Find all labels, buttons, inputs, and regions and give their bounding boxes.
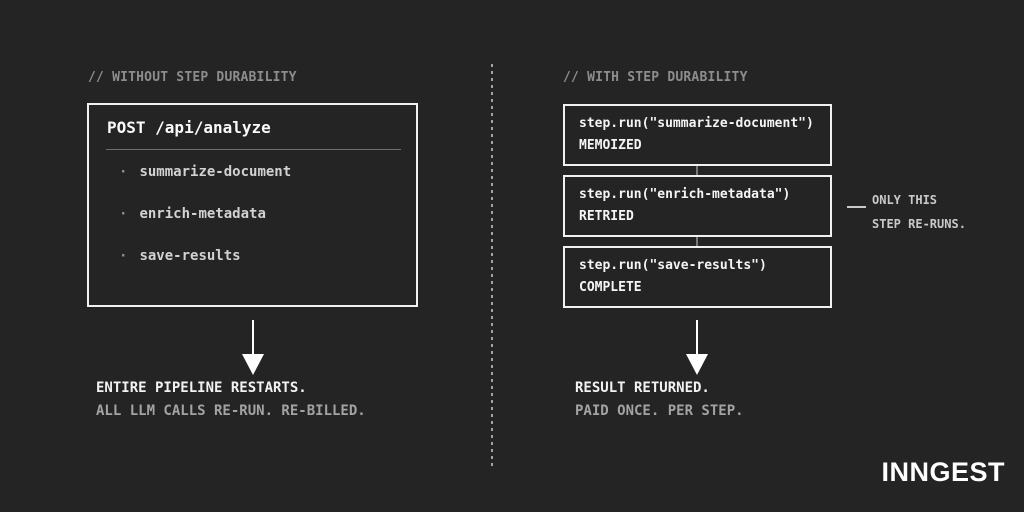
bullet-dot-icon: · [119, 206, 128, 222]
down-arrow-icon [242, 320, 264, 375]
step-code: step.run("save-results") [579, 258, 767, 273]
annotation-dash-line [847, 206, 866, 208]
pipeline-step-label: enrich-metadata [139, 206, 266, 222]
pipeline-box: POST /api/analyze · summarize-document · e… [87, 103, 418, 307]
left-result-block: ENTIRE PIPELINE RESTARTS. ALL LLM CALLS … [96, 380, 366, 419]
pipeline-endpoint-title: POST /api/analyze [107, 118, 271, 137]
box-connector-line [696, 237, 698, 246]
right-result-block: RESULT RETURNED. PAID ONCE. PER STEP. [575, 380, 744, 419]
center-dotted-divider [491, 64, 493, 466]
step-code: step.run("summarize-document") [579, 116, 814, 131]
step-status-badge: MEMOIZED [579, 138, 642, 153]
step-code: step.run("enrich-metadata") [579, 187, 791, 202]
bullet-dot-icon: · [119, 248, 128, 264]
box-connector-line [696, 166, 698, 175]
step-status-badge: RETRIED [579, 209, 634, 224]
left-result-subtitle: ALL LLM CALLS RE-RUN. RE-BILLED. [96, 403, 366, 419]
pipeline-step-item: · enrich-metadata [119, 205, 416, 223]
annotation-line-1: ONLY THIS [872, 193, 938, 207]
pipeline-step-item: · summarize-document [119, 163, 416, 181]
pipeline-title-divider [106, 149, 401, 150]
step-status-badge: COMPLETE [579, 280, 642, 295]
inngest-logo: INNGEST [881, 457, 1005, 487]
step-box-save: step.run("save-results") COMPLETE [563, 246, 832, 308]
step-box-summarize: step.run("summarize-document") MEMOIZED [563, 104, 832, 166]
right-result-title: RESULT RETURNED. [575, 380, 710, 396]
annotation-callout: ONLY THIS STEP RE-RUNS. [872, 188, 966, 236]
annotation-line-2: STEP RE-RUNS. [872, 217, 966, 231]
down-arrow-icon [686, 320, 708, 375]
right-result-subtitle: PAID ONCE. PER STEP. [575, 403, 744, 419]
left-section-header: // WITHOUT STEP DURABILITY [88, 70, 297, 85]
bullet-dot-icon: · [119, 164, 128, 180]
step-box-enrich: step.run("enrich-metadata") RETRIED [563, 175, 832, 237]
right-section-header: // WITH STEP DURABILITY [563, 70, 748, 85]
pipeline-step-list: · summarize-document · enrich-metadata · sa… [89, 163, 416, 289]
left-result-title: ENTIRE PIPELINE RESTARTS. [96, 380, 307, 396]
pipeline-step-label: save-results [139, 248, 241, 264]
pipeline-step-label: summarize-document [139, 164, 292, 180]
pipeline-step-item: · save-results [119, 247, 416, 265]
